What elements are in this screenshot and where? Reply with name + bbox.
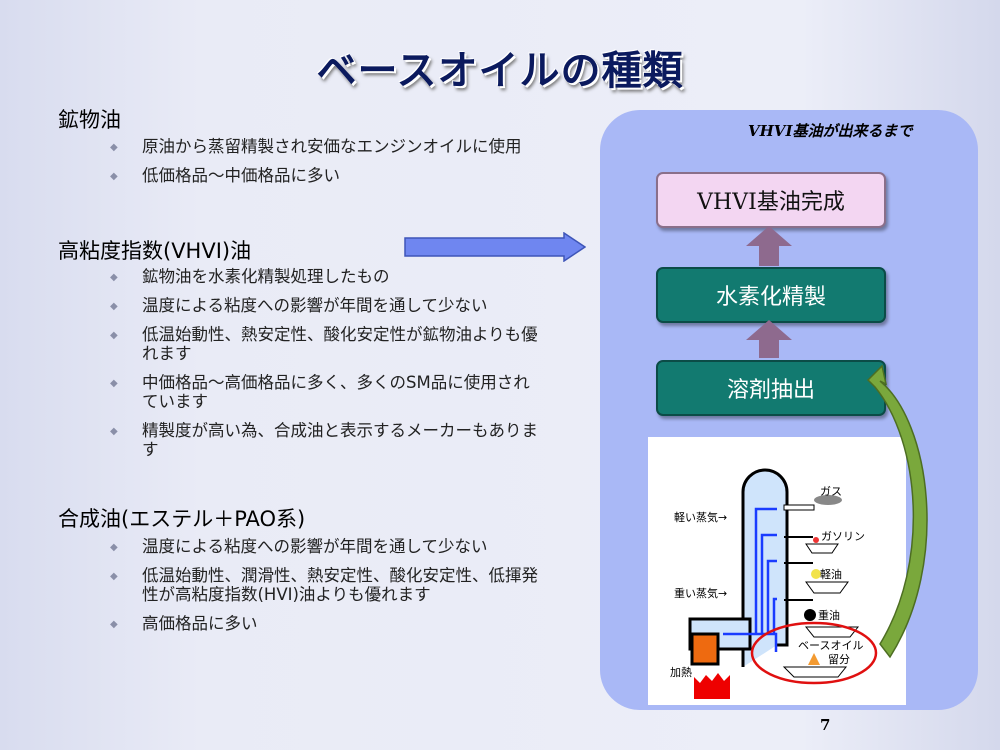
- bullet-item: 中価格品～高価格品に多く、多くのSM品に使用されています: [110, 373, 540, 411]
- page-number: 7: [820, 716, 831, 734]
- label-heavy-vapor: 重い蒸気→: [674, 587, 728, 600]
- bullet-item: 温度による粘度への影響が年間を通して少ない: [110, 537, 540, 557]
- up-arrow-icon: [746, 226, 792, 266]
- bullet-item: 高価格品に多い: [110, 614, 540, 634]
- curved-arrow-icon: [866, 364, 928, 659]
- panel-title: VHVI基油が出来るまで: [748, 122, 913, 140]
- bullet-item: 低温始動性、熱安定性、酸化安定性が鉱物油よりも優れます: [110, 325, 540, 363]
- step-solvent-extraction: 溶剤抽出: [656, 360, 886, 416]
- section-heading-synthetic: 合成油(エステル＋PAO系): [58, 507, 306, 531]
- bullet-item: 低温始動性、潤滑性、熱安定性、酸化安定性、低揮発性が高粘度指数(HVI)油よりも…: [110, 566, 540, 604]
- bullet-list-synthetic: 温度による粘度への影響が年間を通して少ない 低温始動性、潤滑性、熱安定性、酸化安…: [110, 537, 540, 643]
- label-gas: ガス: [820, 485, 842, 498]
- label-fraction: 留分: [828, 653, 850, 666]
- section-heading-vhvi: 高粘度指数(VHVI)油: [58, 239, 252, 263]
- bullet-item: 温度による粘度への影響が年間を通して少ない: [110, 296, 540, 316]
- slide-title: ベースオイルの種類: [316, 48, 684, 94]
- up-arrow-icon: [746, 320, 792, 358]
- label-heavy-oil: 重油: [818, 609, 840, 622]
- bullet-item: 原油から蒸留精製され安価なエンジンオイルに使用: [110, 137, 540, 157]
- bullet-list-vhvi: 鉱物油を水素化精製処理したもの 温度による粘度への影響が年間を通して少ない 低温…: [110, 267, 540, 469]
- section-heading-mineral: 鉱物油: [58, 108, 121, 132]
- bullet-item: 鉱物油を水素化精製処理したもの: [110, 267, 540, 287]
- step-hydrotreating: 水素化精製: [656, 267, 886, 323]
- label-light-oil: 軽油: [820, 568, 842, 581]
- step-vhvi-complete: VHVI基油完成: [656, 172, 886, 228]
- label-heat: 加熱: [670, 666, 692, 679]
- label-light-vapor: 軽い蒸気→: [674, 511, 728, 524]
- bullet-item: 精製度が高い為、合成油と表示するメーカーもあります: [110, 421, 540, 459]
- right-arrow-icon: [404, 232, 586, 262]
- label-base-oil: ベースオイル: [798, 639, 864, 652]
- bullet-list-mineral: 原油から蒸留精製され安価なエンジンオイルに使用 低価格品～中価格品に多い: [110, 137, 540, 195]
- distillation-tower-icon: [688, 468, 878, 699]
- distillation-diagram: 軽い蒸気→ 重い蒸気→ 加熱 ガス ガソリン 軽油 重油 ベースオイル 留分: [648, 437, 906, 705]
- bullet-item: 低価格品～中価格品に多い: [110, 166, 540, 186]
- label-gasoline: ガソリン: [821, 530, 865, 543]
